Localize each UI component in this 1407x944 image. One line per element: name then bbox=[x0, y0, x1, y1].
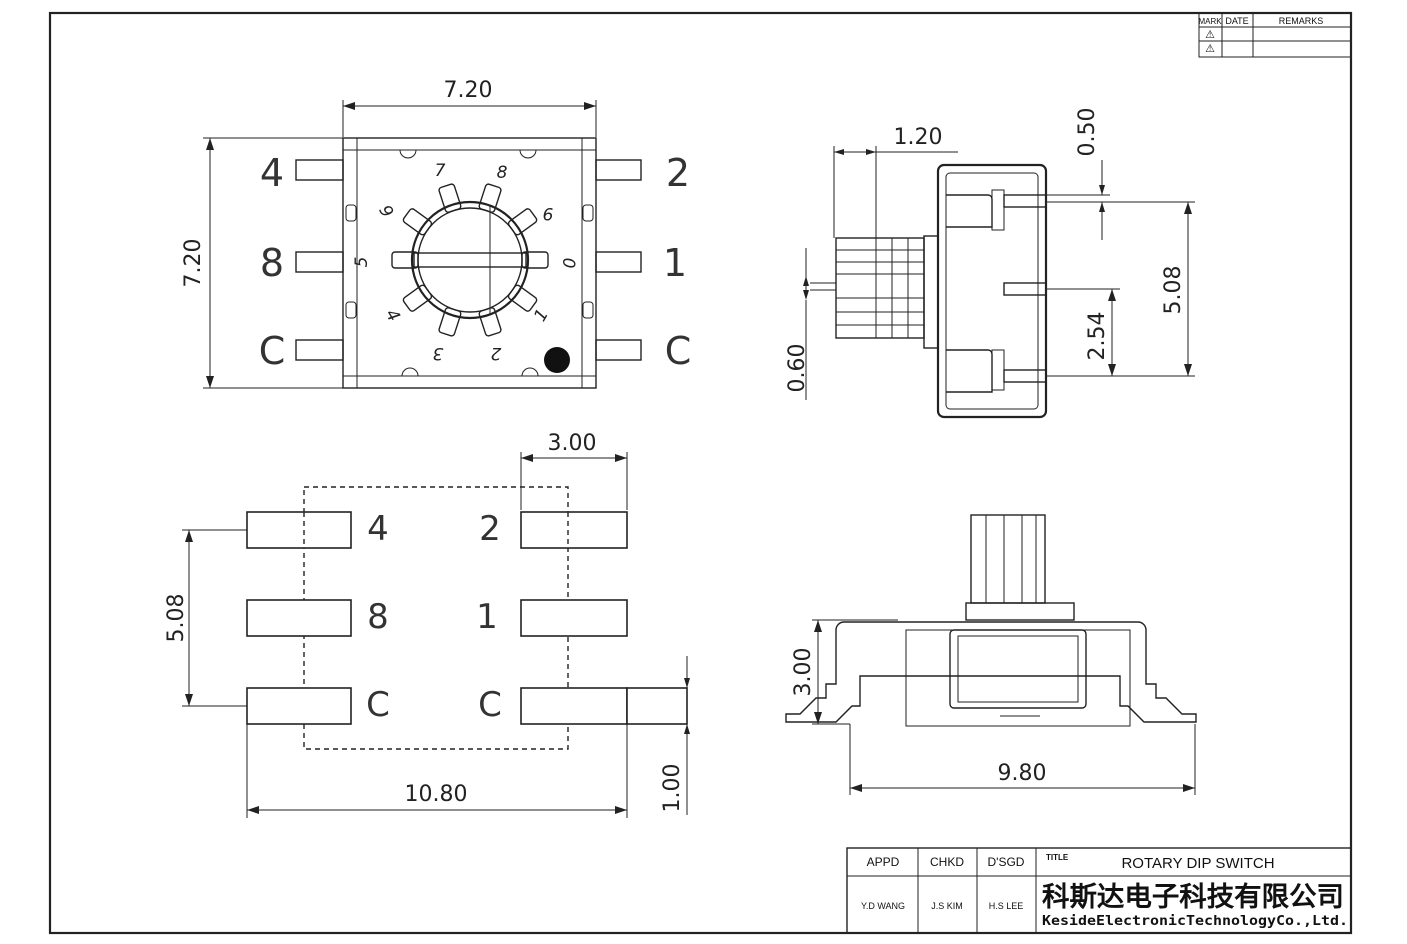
title-header-appd: APPD bbox=[867, 855, 900, 869]
dim-pad-pitch: 5.08 bbox=[164, 594, 189, 643]
dial-number-8: 8 bbox=[497, 163, 508, 183]
front-view: 3.00 9.80 bbox=[785, 514, 1197, 795]
title-name-appd: Y.D WANG bbox=[861, 901, 905, 911]
top-pin-label-4: 4 bbox=[260, 151, 284, 195]
dial-number-7: 7 bbox=[435, 161, 446, 181]
dim-pin-thickness: 0.50 bbox=[1075, 108, 1100, 157]
title-name-chkd: J.S KIM bbox=[931, 901, 963, 911]
dial-tooth bbox=[402, 208, 433, 236]
title-header-dsgd: D'SGD bbox=[988, 855, 1025, 869]
dial-number-3: 3 bbox=[433, 343, 444, 363]
pad-label-c-right: C bbox=[478, 685, 502, 725]
dim-pin-span: 5.08 bbox=[1161, 266, 1186, 315]
dim-pin-pitch: 2.54 bbox=[1085, 312, 1110, 361]
title-name-dsgd: H.S LEE bbox=[989, 901, 1024, 911]
dim-shaft: 1.20 bbox=[894, 125, 943, 150]
top-pin-label-c-left: C bbox=[259, 329, 286, 373]
dial-number-6: 6 bbox=[376, 201, 399, 221]
drawing-frame bbox=[48, 11, 1353, 935]
dim-pad-length: 3.00 bbox=[548, 431, 597, 456]
dim-pad-width: 1.00 bbox=[660, 764, 685, 813]
dial-number-2: 2 bbox=[491, 343, 502, 363]
top-view: 7.20 7.20 4 8 C 2 bbox=[181, 78, 692, 389]
pin-one-marker bbox=[544, 347, 570, 373]
rev-mark-2: ⚠ bbox=[1205, 43, 1215, 55]
dim-front-height: 3.00 bbox=[791, 648, 816, 697]
revision-table: MARK DATE REMARKS ⚠ ⚠ bbox=[1198, 12, 1352, 58]
dim-top-height: 7.20 bbox=[181, 239, 206, 288]
top-pin-label-c-right: C bbox=[665, 329, 692, 373]
rev-header-mark: MARK bbox=[1198, 17, 1222, 26]
rev-header-date: DATE bbox=[1225, 16, 1248, 26]
dial-number-9: 9 bbox=[543, 203, 554, 223]
top-pin-label-8: 8 bbox=[260, 241, 284, 285]
title-block: APPD CHKD D'SGD Y.D WANG J.S KIM H.S LEE… bbox=[846, 847, 1352, 934]
pad-label-c-left: C bbox=[366, 685, 390, 725]
pad-label-4: 4 bbox=[367, 509, 389, 549]
title-header-chkd: CHKD bbox=[930, 855, 964, 869]
rev-header-remarks: REMARKS bbox=[1279, 16, 1324, 26]
dim-top-width: 7.20 bbox=[444, 78, 493, 103]
side-view: 1.20 0.60 0. bbox=[785, 108, 1195, 419]
drawing-title: ROTARY DIP SWITCH bbox=[1121, 855, 1274, 872]
dial-tooth bbox=[402, 284, 433, 312]
pad-label-8: 8 bbox=[367, 597, 389, 637]
dial-number-5: 5 bbox=[352, 257, 372, 268]
company-name-en: KesideElectronicTechnologyCo.,Ltd. bbox=[1042, 914, 1348, 929]
top-pin-label-1: 1 bbox=[663, 241, 687, 285]
title-label: TITLE bbox=[1046, 853, 1069, 862]
company-name-cn: 科斯达电子科技有限公司 bbox=[1042, 882, 1344, 913]
dial-number-4: 4 bbox=[381, 306, 404, 325]
dial-tooth bbox=[507, 208, 538, 236]
dim-shaft-offset: 0.60 bbox=[785, 344, 810, 393]
pad-label-1: 1 bbox=[476, 597, 498, 637]
dim-pad-total: 10.80 bbox=[405, 782, 468, 807]
pad-layout-view: 3.00 4 8 C 2 1 C 5.08 10.80 bbox=[164, 431, 690, 818]
dial-number-0: 0 bbox=[558, 258, 578, 269]
dial-tooth bbox=[507, 284, 538, 312]
rev-mark-1: ⚠ bbox=[1205, 29, 1215, 41]
top-pin-label-2: 2 bbox=[666, 151, 690, 195]
dial-number-1: 1 bbox=[530, 306, 553, 325]
pad-label-2: 2 bbox=[479, 509, 501, 549]
dim-front-width: 9.80 bbox=[998, 761, 1047, 786]
rotary-dial bbox=[391, 183, 549, 337]
